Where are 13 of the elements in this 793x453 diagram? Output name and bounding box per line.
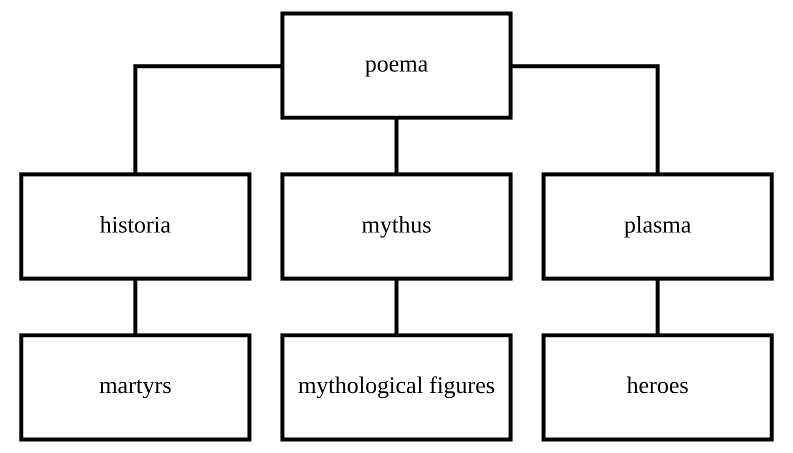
connector [394, 278, 398, 335]
connector [133, 64, 282, 174]
node-box: historia [19, 172, 252, 281]
node-box: mythus [280, 172, 513, 281]
node-box: heroes [542, 333, 774, 442]
node-box: martyrs [19, 333, 252, 442]
node-box: mythological figures [280, 333, 513, 442]
node-box: plasma [542, 172, 774, 281]
connector [510, 64, 660, 174]
connector [133, 278, 138, 335]
node-box: poema [280, 12, 513, 120]
connector [394, 118, 398, 174]
connector [656, 278, 660, 335]
